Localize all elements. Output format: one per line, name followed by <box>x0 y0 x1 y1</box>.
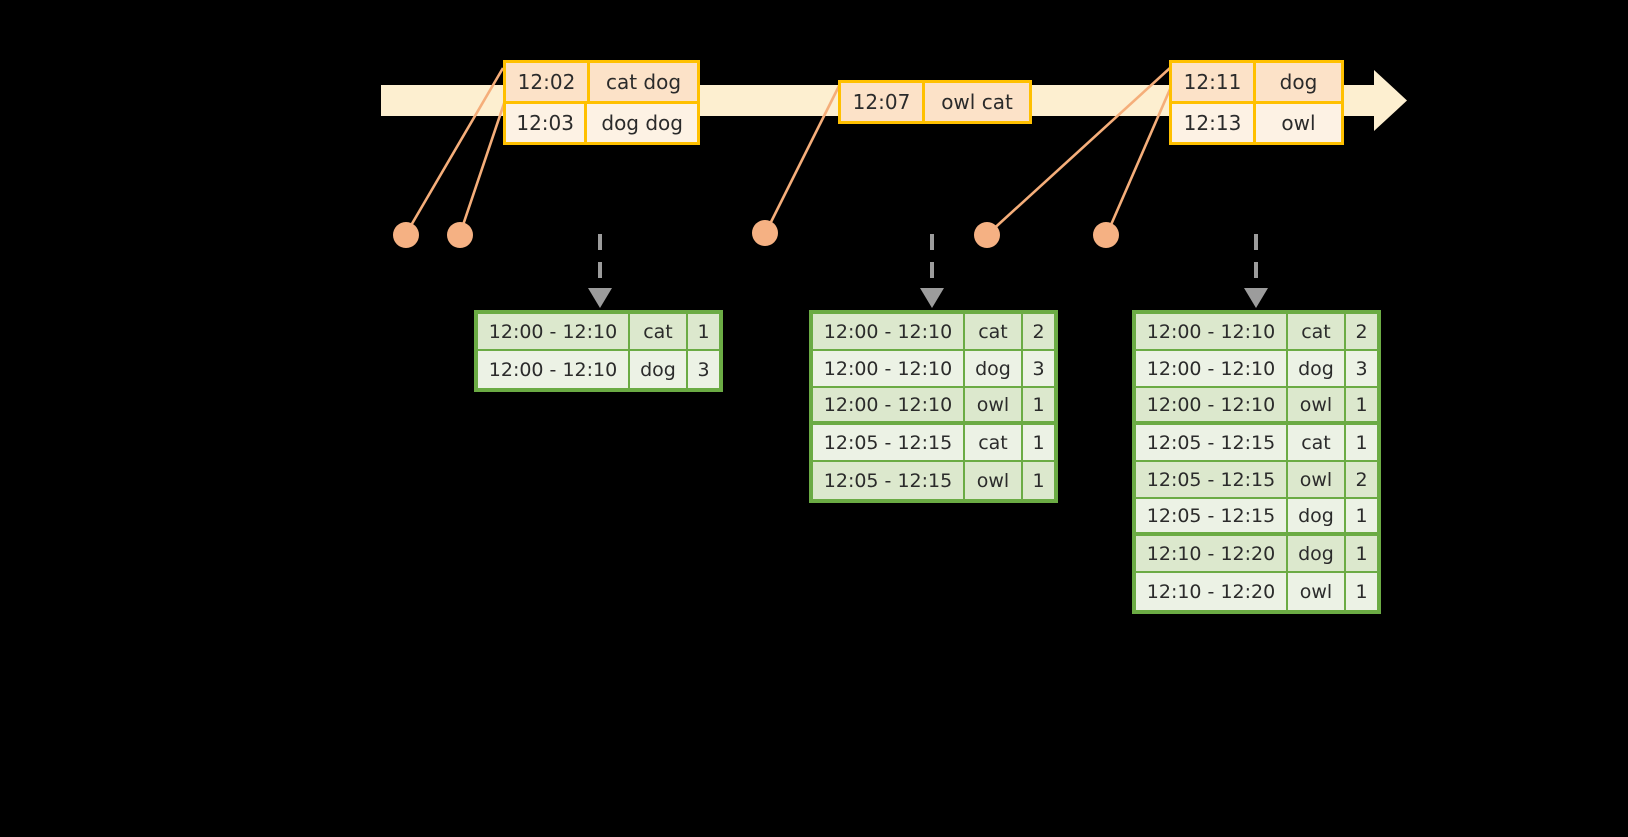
event-words: owl <box>1281 111 1316 135</box>
cell-count: 1 <box>1032 431 1045 454</box>
cell-count: 1 <box>697 320 710 343</box>
cell-count: 2 <box>1355 320 1368 343</box>
cell-count: 1 <box>1355 504 1368 527</box>
event-words: cat dog <box>605 70 682 94</box>
cell-window: 12:05 - 12:15 <box>1136 499 1288 532</box>
cell-count: 2 <box>1032 320 1045 343</box>
cell-count: 3 <box>697 358 710 381</box>
cell-count: 2 <box>1355 468 1368 491</box>
cell-window: 12:00 - 12:10 <box>813 314 965 349</box>
cell-window: 12:05 - 12:15 <box>813 462 965 499</box>
cell-word: dog <box>1288 499 1346 532</box>
cell-count: 1 <box>1032 469 1045 492</box>
event-group-3[interactable]: 12:11 dog 12:13 owl <box>1169 60 1344 145</box>
event-time: 12:03 <box>506 104 588 142</box>
event-words: dog <box>1279 70 1318 94</box>
cell-count: 1 <box>1032 393 1045 416</box>
cell-word: cat <box>1288 314 1346 349</box>
event-row[interactable]: 12:02 cat dog <box>506 63 697 101</box>
cell-window: 12:00 - 12:10 <box>813 388 965 421</box>
cell-window: 12:00 - 12:10 <box>478 314 630 349</box>
cell-word: owl <box>1288 462 1346 497</box>
event-row[interactable]: 12:11 dog <box>1172 63 1341 101</box>
connector-dots <box>393 220 1119 248</box>
event-group-1[interactable]: 12:02 cat dog 12:03 dog dog <box>503 60 700 145</box>
cell-word: owl <box>1288 573 1346 610</box>
event-time: 12:07 <box>841 83 925 121</box>
cell-word: dog <box>630 351 688 388</box>
event-time: 12:13 <box>1172 104 1256 142</box>
event-row[interactable]: 12:07 owl cat <box>841 83 1029 121</box>
dashed-arrows <box>598 234 1258 290</box>
cell-window: 12:00 - 12:10 <box>1136 314 1288 349</box>
event-time: 12:02 <box>506 63 590 101</box>
cell-count: 3 <box>1032 357 1045 380</box>
event-time: 12:11 <box>1172 63 1256 101</box>
cell-word: owl <box>965 462 1023 499</box>
cell-count: 3 <box>1355 357 1368 380</box>
cell-count: 1 <box>1355 393 1368 416</box>
cell-window: 12:05 - 12:15 <box>813 425 965 460</box>
cell-word: cat <box>965 314 1023 349</box>
cell-window: 12:00 - 12:10 <box>1136 388 1288 421</box>
cell-word: cat <box>965 425 1023 460</box>
dashed-arrow-heads <box>588 288 1268 308</box>
cell-window: 12:05 - 12:15 <box>1136 425 1288 460</box>
event-words: owl cat <box>941 90 1013 114</box>
cell-word: dog <box>1288 351 1346 386</box>
cell-window: 12:10 - 12:20 <box>1136 536 1288 571</box>
cell-window: 12:10 - 12:20 <box>1136 573 1288 610</box>
event-row[interactable]: 12:13 owl <box>1172 101 1341 142</box>
cell-window: 12:00 - 12:10 <box>813 351 965 386</box>
event-group-2[interactable]: 12:07 owl cat <box>838 80 1032 124</box>
cell-word: dog <box>1288 536 1346 571</box>
event-row[interactable]: 12:03 dog dog <box>506 101 697 142</box>
cell-word: owl <box>1288 388 1346 421</box>
event-words: dog dog <box>601 111 683 135</box>
cell-word: owl <box>965 388 1023 421</box>
cell-count: 1 <box>1355 580 1368 603</box>
cell-count: 1 <box>1355 542 1368 565</box>
cell-window: 12:00 - 12:10 <box>1136 351 1288 386</box>
cell-window: 12:00 - 12:10 <box>478 351 630 388</box>
cell-count: 1 <box>1355 431 1368 454</box>
cell-word: cat <box>1288 425 1346 460</box>
cell-window: 12:05 - 12:15 <box>1136 462 1288 497</box>
cell-word: cat <box>630 314 688 349</box>
cell-word: dog <box>965 351 1023 386</box>
